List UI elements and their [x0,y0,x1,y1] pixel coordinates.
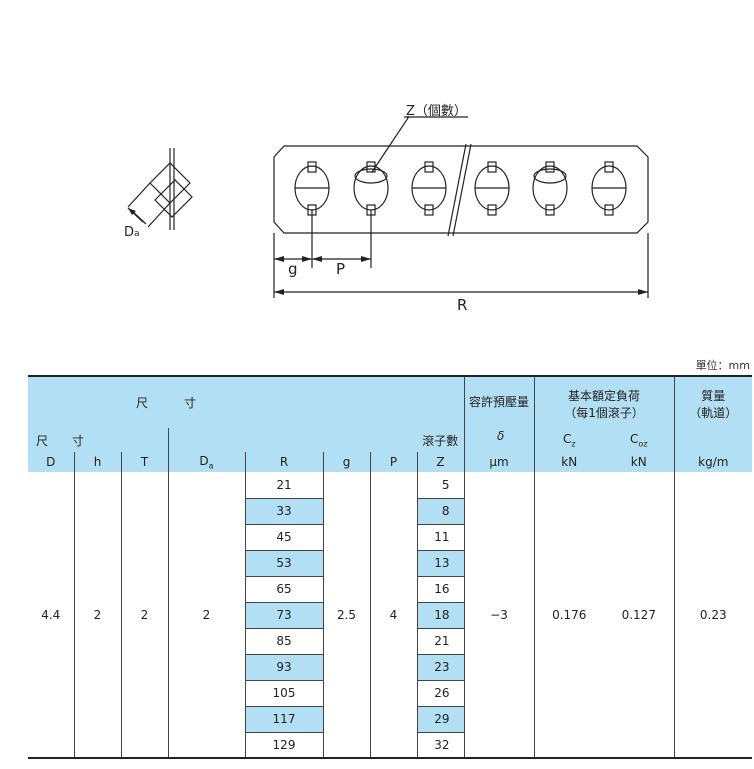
cell-Z: 16 [416,575,465,602]
table-row: 129 32 [28,731,752,758]
col-g: g [322,452,370,472]
col-mass-unit: kg/m [673,452,753,472]
delta-symbol: δ [497,429,505,443]
roller [294,161,330,216]
table-row: 45 11 [28,523,752,550]
roller [532,161,568,216]
da-label: Da [124,225,140,240]
cell-R: 33 [244,497,323,524]
mass-header: 質量 （軌道） [673,376,753,452]
col-h: h [73,452,121,472]
table-row: 105 26 [28,679,752,706]
fixed-h: 2 [73,472,121,758]
roller [411,161,447,216]
cell-R: 105 [244,679,323,706]
cell-R: 53 [244,549,323,576]
table-row: 93 23 [28,653,752,680]
roller [474,161,510,216]
table-row: 73 18 [28,601,752,628]
col-Da: Da [167,452,245,472]
table-row: 53 13 [28,549,752,576]
dims-group-header: 尺 寸 [28,376,465,428]
z-label: Z（個數） [406,104,467,119]
spec-table: 尺 寸 容許預壓量 基本額定負荷 （每1個滾子） 質量 （軌道） 尺 寸 滾子數 [28,375,753,759]
cell-R: 117 [244,705,323,732]
side-view-drawing [127,148,193,230]
g-label: g [288,260,298,278]
z-leader-line [371,116,409,173]
units-row: D h T Da R g P Z μm kN kN kg/m [28,452,753,472]
col-D: D [28,452,74,472]
fixed-mass: 0.23 [673,472,753,758]
r-label: R [457,296,468,314]
cell-Z: 21 [416,627,465,654]
unit-note: 單位：mm [695,359,750,372]
fixed-g: 2.5 [322,472,370,758]
col-cz-unit: kN [533,452,605,472]
cell-Z: 26 [416,679,465,706]
cage-plate-drawing [273,143,649,237]
da-label-main: D [124,225,135,240]
cell-Z: 13 [416,549,465,576]
fixed-T: 2 [120,472,168,758]
cell-R: 45 [244,523,323,550]
fixed-delta: −3 [463,472,535,758]
col-T: T [120,452,168,472]
dims-sub-header: 尺 寸 [28,428,168,452]
coz-header: Coz [604,428,675,452]
cell-Z: 32 [416,731,465,758]
table-row: 85 21 [28,627,752,654]
table-row: 33 8 [28,497,752,524]
da-label-sub: a [134,229,140,239]
cell-Z: 18 [416,601,465,628]
roller [591,161,627,216]
p-label: P [336,260,346,278]
fixed-P: 4 [369,472,417,758]
dims-blank [167,428,417,452]
col-P: P [369,452,417,472]
fixed-Cz: 0.176 [533,472,605,758]
cell-Z: 5 [416,472,465,498]
cell-R: 21 [244,472,323,498]
cell-R: 129 [244,731,323,758]
table-row: 117 29 [28,705,752,732]
fixed-D: 4.4 [41,607,61,622]
cell-Z: 11 [416,523,465,550]
col-R: R [244,452,323,472]
col-Z: Z [416,452,465,472]
cell-R: 65 [244,575,323,602]
cell-R: 85 [244,627,323,654]
cell-R: 93 [244,653,323,680]
table-row: 65 16 [28,575,752,602]
cell-R: 73 [244,601,323,628]
cell-Z: 23 [416,653,465,680]
fixed-Coz: 0.127 [621,607,656,622]
load-group-header: 基本額定負荷 （每1個滾子） [533,376,675,428]
roller [353,161,389,216]
roller-cage-diagram [127,116,649,298]
preload-header: 容許預壓量 [463,376,535,452]
cz-header: Cz [533,428,605,452]
col-coz-unit: kN [604,452,675,472]
fixed-Da: 2 [167,472,245,758]
cell-Z: 8 [416,497,465,524]
col-delta-unit: μm [463,452,535,472]
roller-count-header: 滾子數 [417,428,465,452]
cell-Z: 29 [416,705,465,732]
